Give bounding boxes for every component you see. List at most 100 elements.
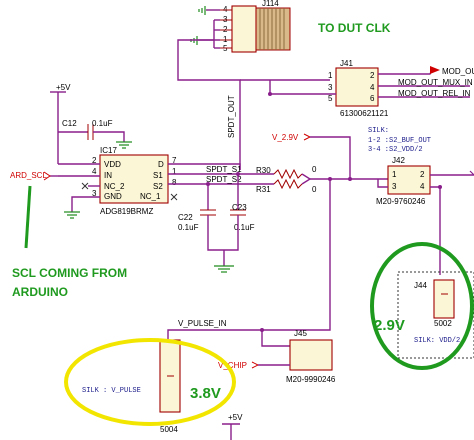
v-2-9v-wire xyxy=(310,136,351,179)
v-pulse-in-wire xyxy=(167,329,312,340)
j41-pin-3: 3 xyxy=(328,83,333,92)
j44-testpoint: J44 5002 SILK: VDD/2 xyxy=(414,279,460,345)
v-pulse-return-wire xyxy=(312,179,331,331)
c12-ref: C12 xyxy=(62,119,77,128)
c23-capacitor: C23 0.1uF xyxy=(230,203,255,232)
mod-out-net-label: MOD_OUT xyxy=(442,67,474,76)
j45-body xyxy=(289,339,333,371)
mod-out-port-arrow-icon xyxy=(430,66,440,74)
j42-silk-line2: 1-2 :S2_BUF_OUT xyxy=(368,137,431,145)
spdt-s2-net-label: SPDT_S2 xyxy=(206,175,242,184)
mod-out-rel-in-net-label: MOD_OUT_REL_IN xyxy=(398,89,471,98)
j41-header: J41 61300621121 1 2 3 4 5 6 xyxy=(328,59,389,118)
j42-pin3-wire xyxy=(377,179,388,188)
ic17-pin-gnd: GND xyxy=(104,192,122,201)
r30-value: 0 xyxy=(312,165,317,174)
j41-pin-2: 2 xyxy=(370,71,375,80)
ard-scl-arrow-icon xyxy=(43,171,51,181)
ic17-switch: IC17 ADG819BRMZ VDD IN NC_2 GND D S1 S2 … xyxy=(92,146,177,216)
junction-dot xyxy=(206,182,210,186)
j45-pin1-wire xyxy=(261,330,290,347)
resistor-join xyxy=(301,173,312,185)
junction-dot xyxy=(328,177,332,181)
ic17-part: ADG819BRMZ xyxy=(100,207,153,216)
j42-header: J42 M20-9760246 1 2 3 4 xyxy=(376,156,431,206)
nc1-marker-icon xyxy=(170,193,178,201)
plus5v-net-label-bottom: +5V xyxy=(228,413,243,422)
ic17-pin-nc1: NC_1 xyxy=(140,192,161,201)
j42-ref: J42 xyxy=(392,156,405,165)
c22-capacitor: C22 0.1uF xyxy=(178,209,216,232)
ic17-pin-d: D xyxy=(158,160,164,169)
volt-2-9v-annotation: 2.9V xyxy=(374,317,405,334)
v-2-9v-net-label: V_2.9V xyxy=(272,133,299,142)
spdt-out-wire xyxy=(177,39,241,170)
j41-pin-5: 5 xyxy=(328,94,333,103)
c12-ground-icon xyxy=(116,141,132,149)
cap-ground-icon xyxy=(214,265,234,273)
ic17-pin-s1: S1 xyxy=(153,171,163,180)
junction-dot xyxy=(348,177,352,181)
v-2-9v-arrow-icon xyxy=(303,133,312,141)
j42-part: M20-9760246 xyxy=(376,197,426,206)
spdt-out-net-label: SPDT_OUT xyxy=(227,95,236,138)
r31-value: 0 xyxy=(312,185,317,194)
j41-part: 61300621121 xyxy=(340,109,389,118)
ic17-pinnum-7: 7 xyxy=(172,156,177,165)
j41-pin3-wire xyxy=(269,80,336,95)
j42-pin-1: 1 xyxy=(392,170,397,179)
junction-dot xyxy=(236,172,240,176)
volt-3-8v-annotation: 3.8V xyxy=(190,385,221,402)
j114-ground-symbols xyxy=(190,6,220,49)
yellow-highlight-circle xyxy=(64,338,236,426)
j42-pin-4: 4 xyxy=(420,182,425,191)
c23-value: 0.1uF xyxy=(234,223,255,232)
j42-pin-2: 2 xyxy=(420,170,425,179)
j42-silk-line3: 3-4 :S2_VDD/2 xyxy=(368,146,423,154)
j41-ref: J41 xyxy=(340,59,353,68)
j45-part: M20-9990246 xyxy=(286,375,336,384)
c12-wire-right xyxy=(93,131,125,142)
scl-annotation-line2: ARDUINO xyxy=(12,285,68,299)
junction-dot xyxy=(260,328,264,332)
plus5v-net-label-top: +5V xyxy=(56,83,71,92)
j44-body xyxy=(433,279,455,319)
j45-ref: J45 xyxy=(294,329,307,338)
ic17-body xyxy=(99,154,169,204)
j41-pin-6: 6 xyxy=(370,94,375,103)
junction-dot xyxy=(268,92,272,96)
ic17-pin-in: IN xyxy=(104,171,112,180)
c12-value: 0.1uF xyxy=(92,119,113,128)
j44-ref: J44 xyxy=(414,281,427,290)
j41-body xyxy=(335,67,379,107)
j42-pin-3: 3 xyxy=(392,182,397,191)
c23-ref: C23 xyxy=(232,203,247,212)
green-highlight-circle xyxy=(370,242,474,370)
v-chip-net-label: V_CHIP xyxy=(218,361,247,370)
tp5004-silk: SILK : V_PULSE xyxy=(82,387,141,395)
c22-ref: C22 xyxy=(178,213,193,222)
ic17-pin-s2: S2 xyxy=(153,182,163,191)
scl-annotation-line1: SCL COMING FROM xyxy=(12,266,127,280)
tp5004-part: 5004 xyxy=(160,425,178,434)
j114-sma-threads xyxy=(259,8,285,50)
to-dut-clk-annotation: TO DUT CLK xyxy=(318,21,391,35)
r31-ref: R31 xyxy=(256,185,271,194)
cap-ground-wire xyxy=(207,215,239,251)
v-pulse-in-net-label: V_PULSE_IN xyxy=(178,319,227,328)
ic17-pin-vdd: VDD xyxy=(104,160,121,169)
j44-silk: SILK: VDD/2 xyxy=(414,337,460,345)
j41-pin-1: 1 xyxy=(328,71,333,80)
ic17-ref: IC17 xyxy=(100,146,117,155)
ard-scl-net-label: ARD_SCL xyxy=(10,171,47,180)
j114-ref: J114 xyxy=(262,0,279,8)
green-annotation-stroke xyxy=(24,185,32,249)
gnd-pin-wire xyxy=(71,196,100,212)
out-wire-tail xyxy=(469,170,474,176)
v-chip-arrow-icon xyxy=(251,361,260,369)
ic17-pinnum-3: 3 xyxy=(92,189,97,198)
ic17-pinnum-2: 2 xyxy=(92,156,97,165)
j44-part: 5002 xyxy=(434,319,452,328)
c12-capacitor: C12 0.1uF xyxy=(62,119,113,140)
